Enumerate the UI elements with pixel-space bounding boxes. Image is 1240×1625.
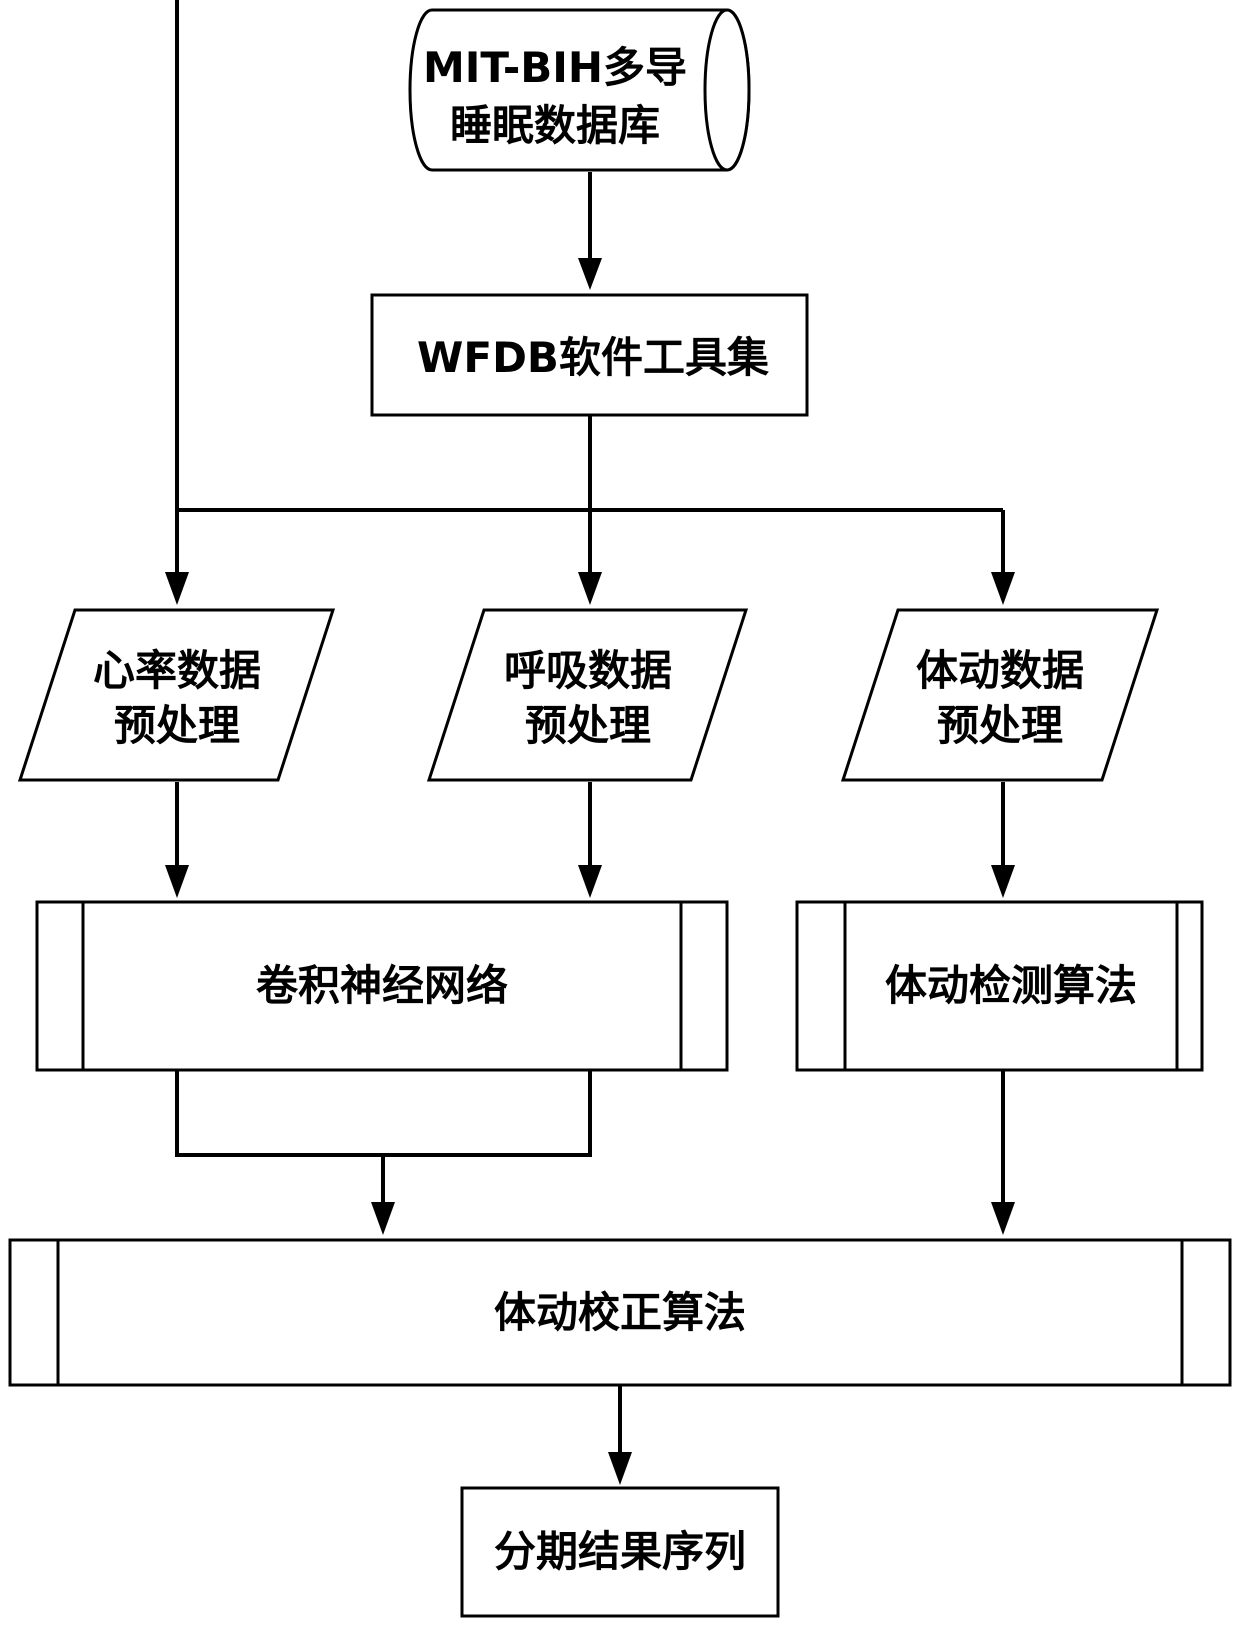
respiration-preprocess-node: 呼吸数据 预处理 [429,610,746,780]
result-node: 分期结果序列 [462,1488,778,1616]
respiration-label-line2: 预处理 [525,701,651,750]
arrow-database-to-toolkit [578,172,602,290]
motion-correction-label: 体动校正算法 [494,1288,746,1337]
motion-detection-node: 体动检测算法 [797,902,1202,1070]
heart-rate-label-line2: 预处理 [114,701,240,750]
respiration-label-line1: 呼吸数据 [504,646,672,695]
toolkit-label: WFDB软件工具集 [417,333,769,382]
result-label: 分期结果序列 [494,1527,746,1576]
body-motion-label-line1: 体动数据 [916,646,1084,695]
arrows-preprocess-to-algorithms [165,782,1015,898]
merge-connector [177,1070,1015,1235]
database-label-line2: 睡眠数据库 [450,101,660,150]
heart-rate-preprocess-node: 心率数据 预处理 [20,610,333,780]
database-label-line1: MIT-BIH多导 [423,43,687,92]
cnn-label: 卷积神经网络 [256,961,508,1010]
arrow-correction-to-result [608,1385,632,1485]
heart-rate-label-line1: 心率数据 [93,646,261,695]
body-motion-label-line2: 预处理 [937,701,1063,750]
cnn-node: 卷积神经网络 [37,902,727,1070]
database-node: MIT-BIH多导 睡眠数据库 [410,10,749,170]
motion-correction-node: 体动校正算法 [10,1240,1230,1385]
body-motion-preprocess-node: 体动数据 预处理 [843,610,1157,780]
toolkit-node: WFDB软件工具集 [372,295,807,415]
motion-detection-label: 体动检测算法 [885,961,1137,1010]
